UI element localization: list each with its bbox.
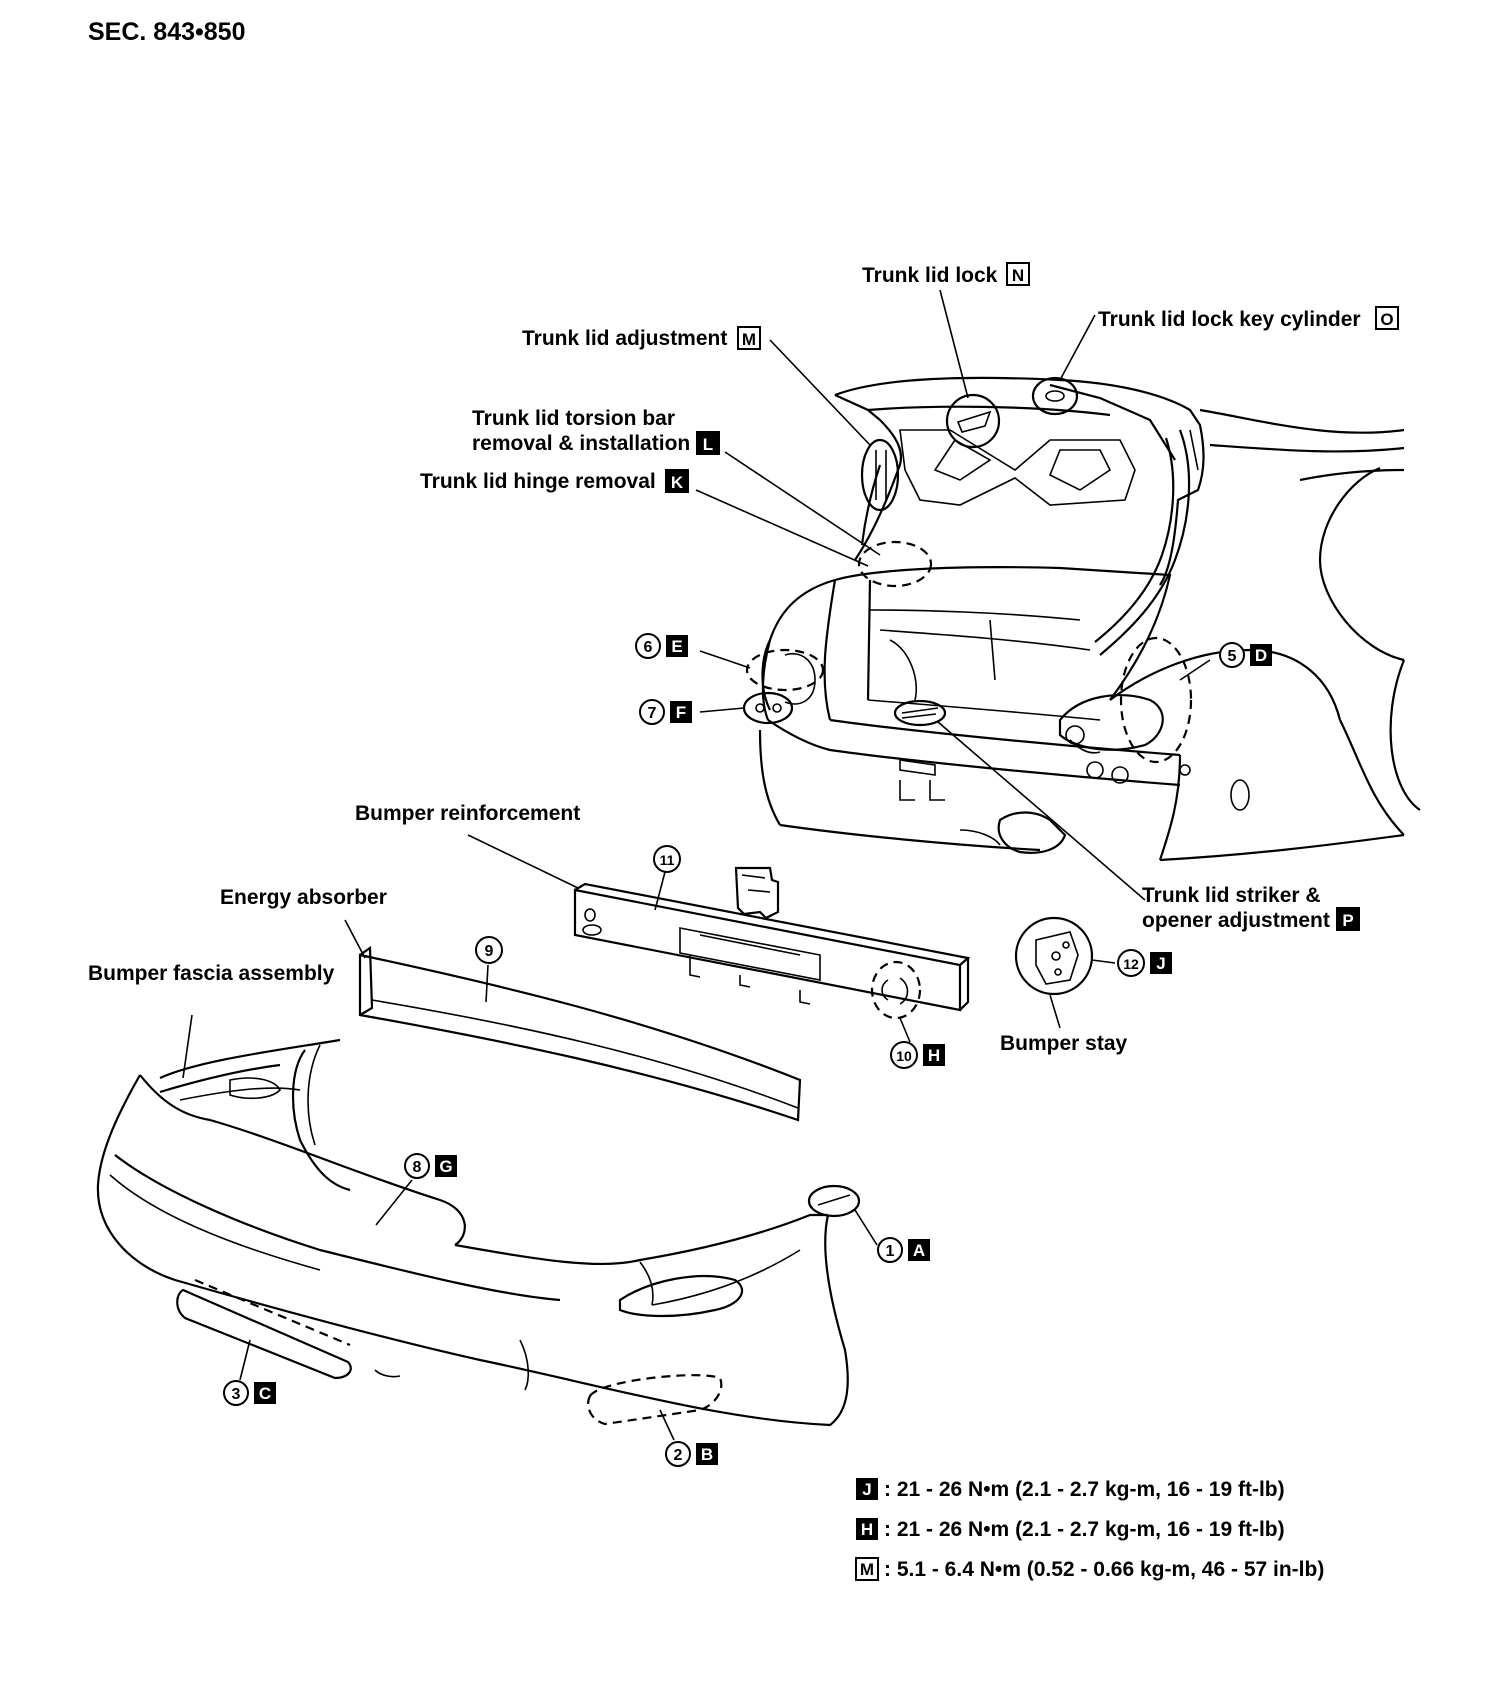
label-trunk-lid-lock-key-cylinder: Trunk lid lock key cylinder xyxy=(1098,308,1361,331)
svg-text:G: G xyxy=(439,1157,452,1176)
svg-text:H: H xyxy=(928,1046,940,1065)
svg-text:N: N xyxy=(1012,266,1024,285)
section-code: SEC. 843•850 xyxy=(88,18,245,46)
callout-11: 11 xyxy=(653,845,681,873)
code-box-N: N xyxy=(1006,262,1030,286)
trunk-lid-lock-highlight xyxy=(945,393,1001,449)
svg-text:A: A xyxy=(913,1241,925,1260)
label-trunk-lid-hinge-removal: Trunk lid hinge removal xyxy=(420,470,656,493)
svg-text:5: 5 xyxy=(1228,648,1237,665)
torque-spec-J: J : 21 - 26 N•m (2.1 - 2.7 kg-m, 16 - 19… xyxy=(856,1478,1285,1501)
svg-text:9: 9 xyxy=(485,943,494,960)
energy-absorber-part xyxy=(358,945,802,1122)
label-trunk-lid-lock: Trunk lid lock xyxy=(862,264,998,287)
svg-text:: 5.1 - 6.4 N•m (0.52 - 0.66 k: : 5.1 - 6.4 N•m (0.52 - 0.66 kg-m, 46 - … xyxy=(884,1558,1324,1581)
trunk-lid-adjustment-highlight xyxy=(860,438,900,512)
torque-spec-legend: J : 21 - 26 N•m (2.1 - 2.7 kg-m, 16 - 19… xyxy=(855,1478,1324,1581)
code-box-P: P xyxy=(1336,907,1360,931)
svg-text:6: 6 xyxy=(644,639,653,656)
fastener-5-highlight xyxy=(1119,636,1193,764)
label-striker-line2: opener adjustment xyxy=(1142,909,1330,932)
code-box-M: M xyxy=(737,326,761,350)
svg-text:L: L xyxy=(703,435,713,454)
bumper-fascia-part xyxy=(96,1038,849,1427)
leader-lines xyxy=(182,289,1211,1441)
label-torsion-bar-line1: Trunk lid torsion bar xyxy=(472,407,675,430)
torque-spec-H: H : 21 - 26 N•m (2.1 - 2.7 kg-m, 16 - 19… xyxy=(856,1518,1285,1541)
callout-5: 5 D xyxy=(1219,642,1272,668)
bumper-stay-part xyxy=(1014,916,1094,996)
label-bumper-stay: Bumper stay xyxy=(1000,1032,1128,1055)
callout-10: 10 H xyxy=(890,1041,945,1069)
code-box-O: O xyxy=(1375,306,1399,330)
label-torsion-bar-line2: removal & installation xyxy=(472,432,690,455)
code-box-L: L xyxy=(696,431,720,455)
svg-text:J: J xyxy=(1156,954,1165,973)
callout-6: 6 E xyxy=(635,633,688,659)
label-energy-absorber: Energy absorber xyxy=(220,886,387,909)
label-trunk-lid-adjustment: Trunk lid adjustment xyxy=(522,327,727,350)
bumper-reinforcement-part xyxy=(573,882,971,1012)
svg-text:M: M xyxy=(860,1560,874,1579)
svg-text:O: O xyxy=(1380,310,1393,329)
fastener-1-highlight xyxy=(807,1184,861,1218)
callout-9: 9 xyxy=(475,936,503,964)
svg-text:12: 12 xyxy=(1123,956,1139,972)
svg-text:F: F xyxy=(676,703,686,722)
label-striker-line1: Trunk lid striker & xyxy=(1142,884,1321,907)
svg-text:2: 2 xyxy=(674,1447,683,1464)
svg-text:1: 1 xyxy=(886,1243,895,1260)
fastener-10-highlight xyxy=(870,960,922,1020)
svg-text:H: H xyxy=(861,1520,873,1539)
svg-text:C: C xyxy=(259,1384,271,1403)
callout-2: 2 B xyxy=(665,1441,718,1467)
svg-text:B: B xyxy=(701,1445,713,1464)
label-bumper-fascia-assembly: Bumper fascia assembly xyxy=(88,962,335,985)
svg-text:: 21 - 26 N•m (2.1 - 2.7 kg-m,: : 21 - 26 N•m (2.1 - 2.7 kg-m, 16 - 19 f… xyxy=(884,1518,1285,1541)
svg-text:11: 11 xyxy=(660,852,675,868)
torsion-bar-highlight xyxy=(857,540,933,588)
svg-text:: 21 - 26 N•m (2.1 - 2.7 kg-m,: : 21 - 26 N•m (2.1 - 2.7 kg-m, 16 - 19 f… xyxy=(884,1478,1285,1501)
bracket-part xyxy=(734,866,780,920)
vehicle-body-drawing xyxy=(758,376,1421,862)
svg-text:7: 7 xyxy=(648,705,657,722)
callout-12: 12 J xyxy=(1117,949,1172,977)
svg-text:8: 8 xyxy=(413,1159,422,1176)
label-bumper-reinforcement: Bumper reinforcement xyxy=(355,802,580,825)
callout-1: 1 A xyxy=(877,1237,930,1263)
svg-text:D: D xyxy=(1255,646,1267,665)
fastener-6-highlight xyxy=(745,648,825,692)
key-cylinder-highlight xyxy=(1031,376,1079,416)
callout-8: 8 G xyxy=(404,1153,457,1179)
svg-text:K: K xyxy=(671,473,684,492)
svg-text:E: E xyxy=(671,637,682,656)
torque-spec-M: M : 5.1 - 6.4 N•m (0.52 - 0.66 kg-m, 46 … xyxy=(855,1557,1324,1581)
svg-text:3: 3 xyxy=(232,1386,241,1403)
svg-text:J: J xyxy=(862,1480,871,1499)
svg-text:10: 10 xyxy=(896,1048,912,1064)
callout-3: 3 C xyxy=(223,1380,276,1406)
svg-text:P: P xyxy=(1342,911,1353,930)
code-box-K: K xyxy=(665,469,689,493)
striker-highlight xyxy=(893,699,947,727)
svg-text:M: M xyxy=(742,330,756,349)
fastener-3-highlight xyxy=(194,1278,351,1347)
callout-7: 7 F xyxy=(639,699,692,725)
fastener-2-highlight xyxy=(587,1374,723,1426)
